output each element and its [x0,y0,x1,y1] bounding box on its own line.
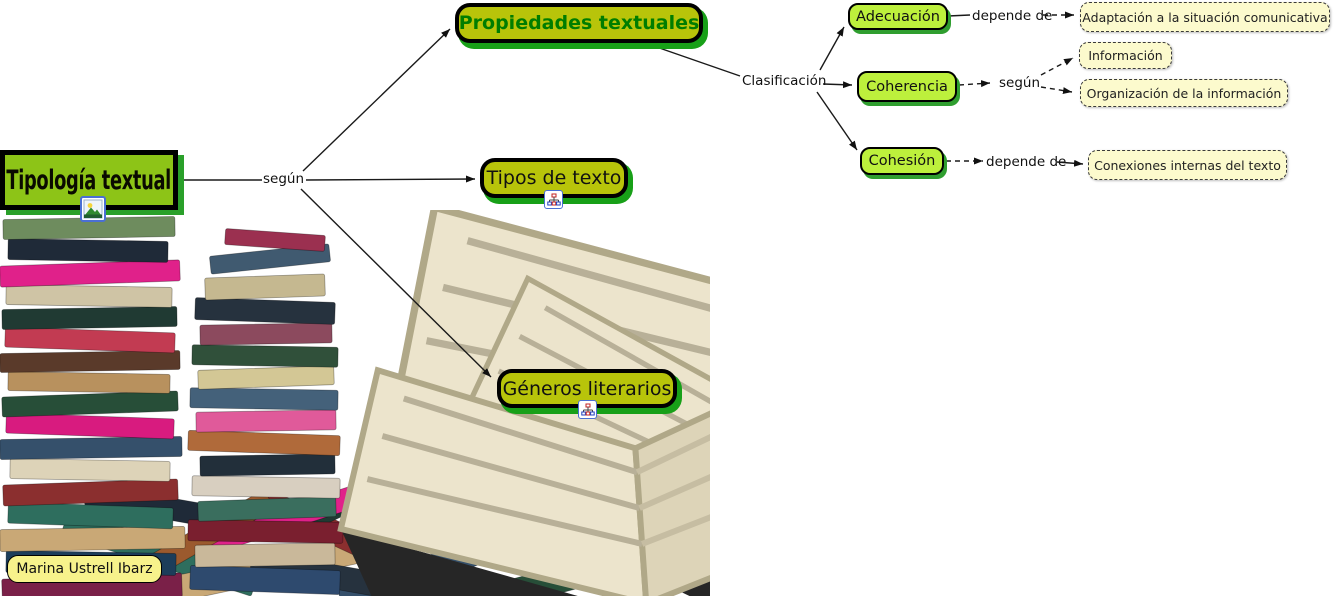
connector-coherencia-segun [958,80,991,88]
linking-phrase-clasificacion[interactable]: Clasificación [742,73,827,89]
hierarchy-icon [546,193,561,205]
node-adecuacion-label: Adecuación [856,8,940,25]
connector-clasificacion-coherencia [822,81,853,89]
connector-propiedades-clasificacion [644,42,741,77]
image-icon [83,199,103,219]
node-propiedades-textuales-label: Propiedades textuales [458,12,700,34]
linking-phrase-segun-root[interactable]: según [263,171,305,187]
connector-segun-propiedades [302,28,451,172]
hierarchy-icon [580,403,595,415]
node-conexiones-label: Conexiones internas del texto [1094,157,1281,173]
node-organizacion-label: Organización de la información [1086,85,1282,101]
node-organizacion-informacion[interactable]: Organización de la información [1080,79,1288,107]
node-coherencia-label: Coherencia [866,78,948,95]
node-informacion[interactable]: Información [1079,42,1172,69]
node-author-label: Marina Ustrell Ibarz [16,561,153,577]
linking-phrase-depende-de-cohesion[interactable]: depende de [986,154,1067,170]
connector-segun-tipos [305,175,476,183]
image-attachment-icon[interactable] [80,196,106,222]
node-generos-literarios-label: Géneros literarios [502,377,672,400]
node-informacion-label: Información [1088,48,1163,63]
linking-phrase-depende-de-adecuacion[interactable]: depende de [972,8,1053,24]
connector-clasificacion-cohesion [816,91,858,151]
connector-segun-informacion [1040,57,1074,76]
node-coherencia[interactable]: Coherencia [857,71,957,102]
connector-adecuacion-depende [947,14,971,17]
node-adaptacion-situacion-comunicativa[interactable]: Adaptación a la situación comunicativa [1080,2,1330,32]
connector-clasificacion-adecuacion [819,26,845,71]
node-cohesion[interactable]: Cohesión [860,147,944,175]
hierarchy-attachment-icon[interactable] [544,190,563,209]
connector-segun-organizacion [1040,86,1073,95]
node-tipos-de-texto[interactable]: Tipos de texto [480,158,628,198]
node-tipos-de-texto-label: Tipos de texto [486,167,622,189]
node-tipologia-textual-label: Tipología textual [6,164,172,196]
node-adecuacion[interactable]: Adecuación [848,3,948,30]
node-cohesion-label: Cohesión [868,153,936,169]
hierarchy-attachment-icon[interactable] [578,400,597,419]
linking-phrase-segun-coherencia[interactable]: según [999,75,1041,91]
node-adaptacion-label: Adaptación a la situación comunicativa [1082,9,1328,25]
node-conexiones-internas[interactable]: Conexiones internas del texto [1088,150,1287,180]
connector-segun-generos [300,188,492,378]
node-author[interactable]: Marina Ustrell Ibarz [7,555,162,583]
node-propiedades-textuales[interactable]: Propiedades textuales [455,3,703,43]
